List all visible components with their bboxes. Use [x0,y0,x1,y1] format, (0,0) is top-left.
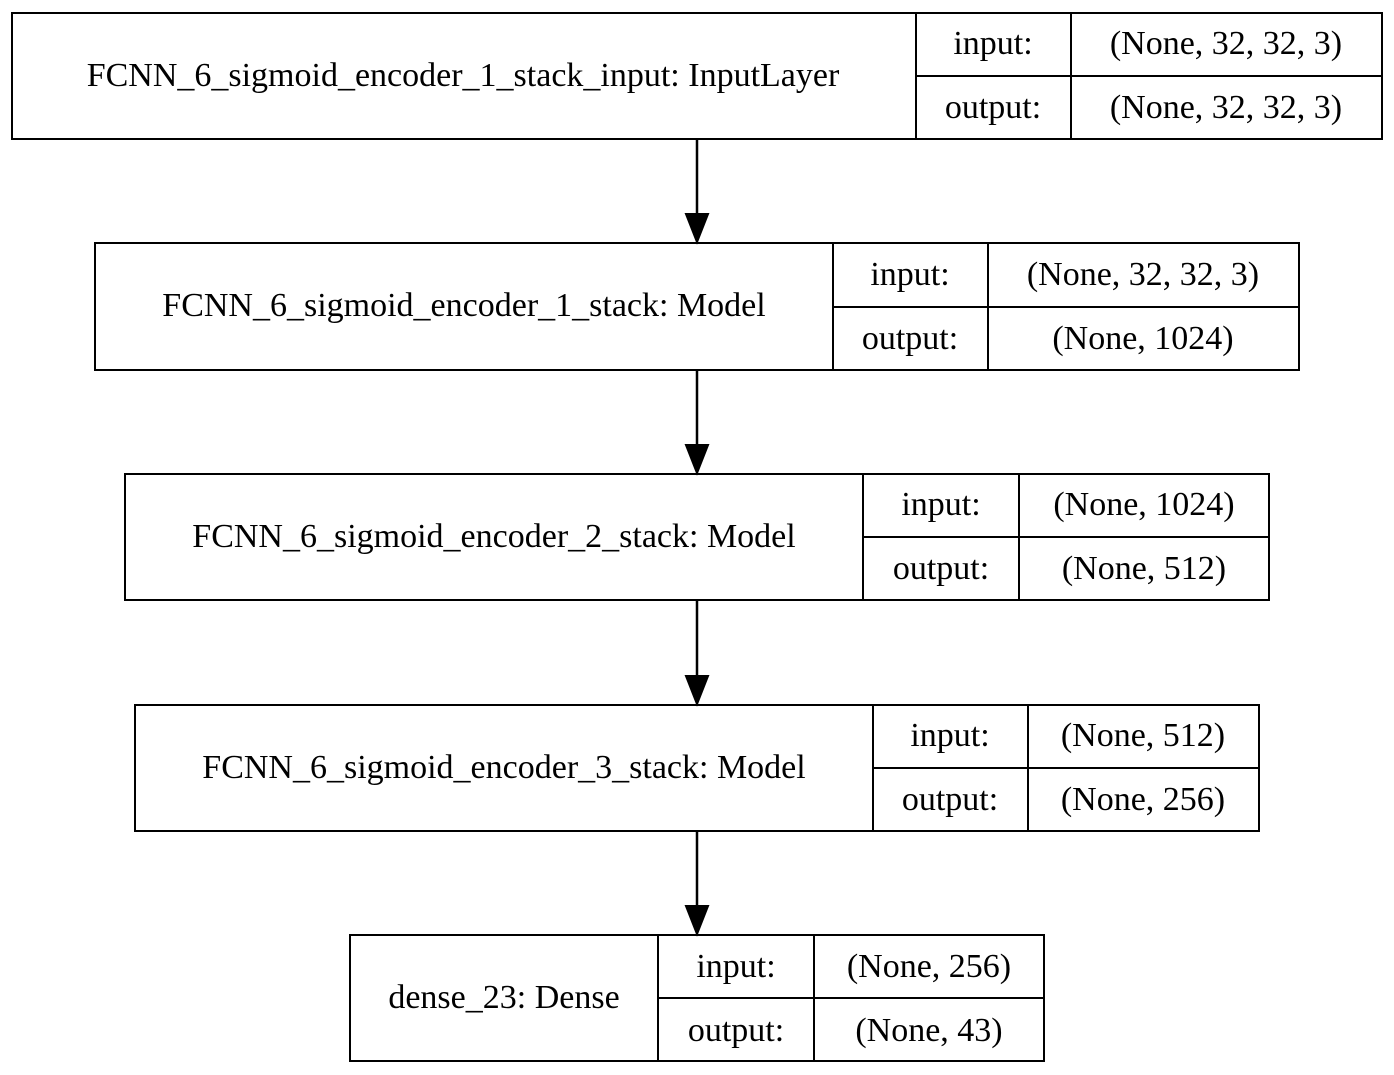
layer-node-encoder-1: FCNN_6_sigmoid_encoder_1_stack: Model in… [94,242,1300,371]
input-label: input: [953,25,1032,62]
edge-0-1 [684,140,710,245]
layer-node-encoder-3: FCNN_6_sigmoid_encoder_3_stack: Model in… [134,704,1260,832]
edge-3-4 [684,832,710,937]
input-label: input: [696,948,775,985]
layer-name: FCNN_6_sigmoid_encoder_1_stack_input: In… [87,57,840,94]
input-label: input: [901,486,980,523]
layer-node-input: FCNN_6_sigmoid_encoder_1_stack_input: In… [11,12,1383,140]
output-shape: (None, 1024) [1052,320,1233,357]
input-shape: (None, 512) [1061,717,1225,754]
input-shape: (None, 32, 32, 3) [1110,25,1342,62]
output-shape: (None, 32, 32, 3) [1110,89,1342,126]
layer-name: FCNN_6_sigmoid_encoder_3_stack: Model [202,749,805,786]
input-shape: (None, 256) [847,948,1011,985]
input-label: input: [910,717,989,754]
arrow-head-icon [684,675,710,707]
output-shape: (None, 43) [855,1012,1002,1049]
layer-node-encoder-2: FCNN_6_sigmoid_encoder_2_stack: Model in… [124,473,1270,601]
arrow-head-icon [684,213,710,245]
output-label: output: [862,320,958,357]
arrow-head-icon [684,905,710,937]
output-label: output: [893,550,989,587]
edge-1-2 [684,371,710,476]
output-label: output: [688,1012,784,1049]
output-shape: (None, 256) [1061,781,1225,818]
output-label: output: [902,781,998,818]
layer-name: FCNN_6_sigmoid_encoder_2_stack: Model [192,518,795,555]
edge-2-3 [684,601,710,707]
output-label: output: [945,89,1041,126]
input-shape: (None, 32, 32, 3) [1027,256,1259,293]
input-label: input: [870,256,949,293]
arrow-head-icon [684,444,710,476]
layer-name: dense_23: Dense [388,979,619,1016]
input-shape: (None, 1024) [1053,486,1234,523]
layer-name: FCNN_6_sigmoid_encoder_1_stack: Model [162,287,765,324]
layer-node-dense: dense_23: Dense input: output: (None, 25… [349,934,1045,1062]
output-shape: (None, 512) [1062,550,1226,587]
